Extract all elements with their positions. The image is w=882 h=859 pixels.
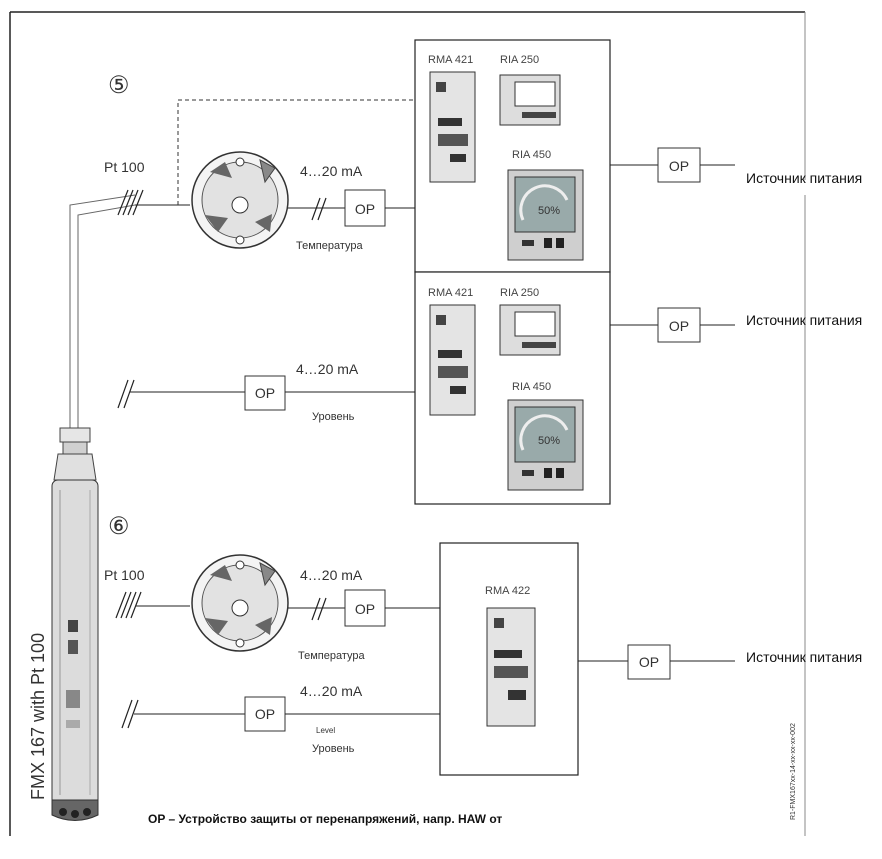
op-label-3: OP bbox=[355, 601, 375, 617]
rma421-device-1 bbox=[429, 71, 476, 183]
section-5-marker: ⑤ bbox=[108, 72, 130, 99]
level-en-label: Level bbox=[316, 726, 335, 735]
cable-hatch-1 bbox=[117, 189, 144, 216]
probe-fmx167 bbox=[51, 427, 99, 821]
temp-transmitter-2 bbox=[191, 554, 289, 652]
temperature-label-2: Температура bbox=[298, 650, 366, 662]
ma-label-4: 4…20 mA bbox=[300, 683, 363, 699]
rma421-label-1: RMA 421 bbox=[428, 54, 473, 66]
cable-hatch-3 bbox=[117, 379, 135, 409]
ma-label-1: 4…20 mA bbox=[300, 163, 363, 179]
ria450-display-1: 50% bbox=[538, 205, 560, 217]
op-label-2: OP bbox=[255, 385, 275, 401]
ma-label-2: 4…20 mA bbox=[296, 361, 359, 377]
pt100-label-2: Pt 100 bbox=[104, 567, 145, 583]
cable-hatch-6 bbox=[121, 699, 139, 729]
ria450-label-2: RIA 450 bbox=[512, 381, 551, 393]
ria250-device-2 bbox=[499, 304, 561, 356]
ria450-label-1: RIA 450 bbox=[512, 149, 551, 161]
power-label-3: Источник питания bbox=[746, 649, 862, 665]
power-label-1: Источник питания bbox=[746, 170, 862, 186]
rma421-label-2: RMA 421 bbox=[428, 287, 473, 299]
level-label-1: Уровень bbox=[312, 411, 355, 423]
op-label-power-3: OP bbox=[639, 654, 659, 670]
rma421-device-2 bbox=[429, 304, 476, 416]
probe-cable bbox=[69, 194, 136, 430]
op-box-power-2 bbox=[657, 307, 701, 343]
op-box-power-3 bbox=[627, 644, 671, 680]
ria450-device-1 bbox=[507, 169, 584, 261]
op-label-power-2: OP bbox=[669, 318, 689, 334]
ria250-label-2: RIA 250 bbox=[500, 287, 539, 299]
rma422-label: RMA 422 bbox=[485, 585, 530, 597]
op-box-3 bbox=[344, 589, 386, 627]
level-label-2: Уровень bbox=[312, 743, 355, 755]
ria450-display-2: 50% bbox=[538, 435, 560, 447]
op-box-2 bbox=[244, 375, 286, 411]
op-box-1 bbox=[344, 189, 386, 227]
op-label-4: OP bbox=[255, 706, 275, 722]
ria450-device-2 bbox=[507, 399, 584, 491]
temp-transmitter-1 bbox=[191, 151, 289, 249]
rma422-device bbox=[486, 607, 536, 727]
cable-hatch-2 bbox=[311, 197, 327, 221]
ma-label-3: 4…20 mA bbox=[300, 567, 363, 583]
cable-hatch-4 bbox=[115, 591, 142, 619]
ria250-device-1 bbox=[499, 74, 561, 126]
power-label-2: Источник питания bbox=[746, 312, 862, 328]
cable-hatch-5 bbox=[311, 597, 327, 621]
dashed-link-rma421 bbox=[177, 99, 420, 205]
ria250-label-1: RIA 250 bbox=[500, 54, 539, 66]
drawing-code: R1-FMX167xx-14-xx-xx-xx-002 bbox=[790, 723, 797, 820]
op-label-1: OP bbox=[355, 201, 375, 217]
footer-note: OP – Устройство защиты от перенапряжений… bbox=[148, 812, 502, 826]
section-6-marker: ⑥ bbox=[108, 513, 130, 540]
op-label-power-1: OP bbox=[669, 158, 689, 174]
probe-label: FMX 167 with Pt 100 bbox=[28, 633, 48, 800]
temperature-label-1: Температура bbox=[296, 240, 364, 252]
pt100-label-1: Pt 100 bbox=[104, 159, 145, 175]
